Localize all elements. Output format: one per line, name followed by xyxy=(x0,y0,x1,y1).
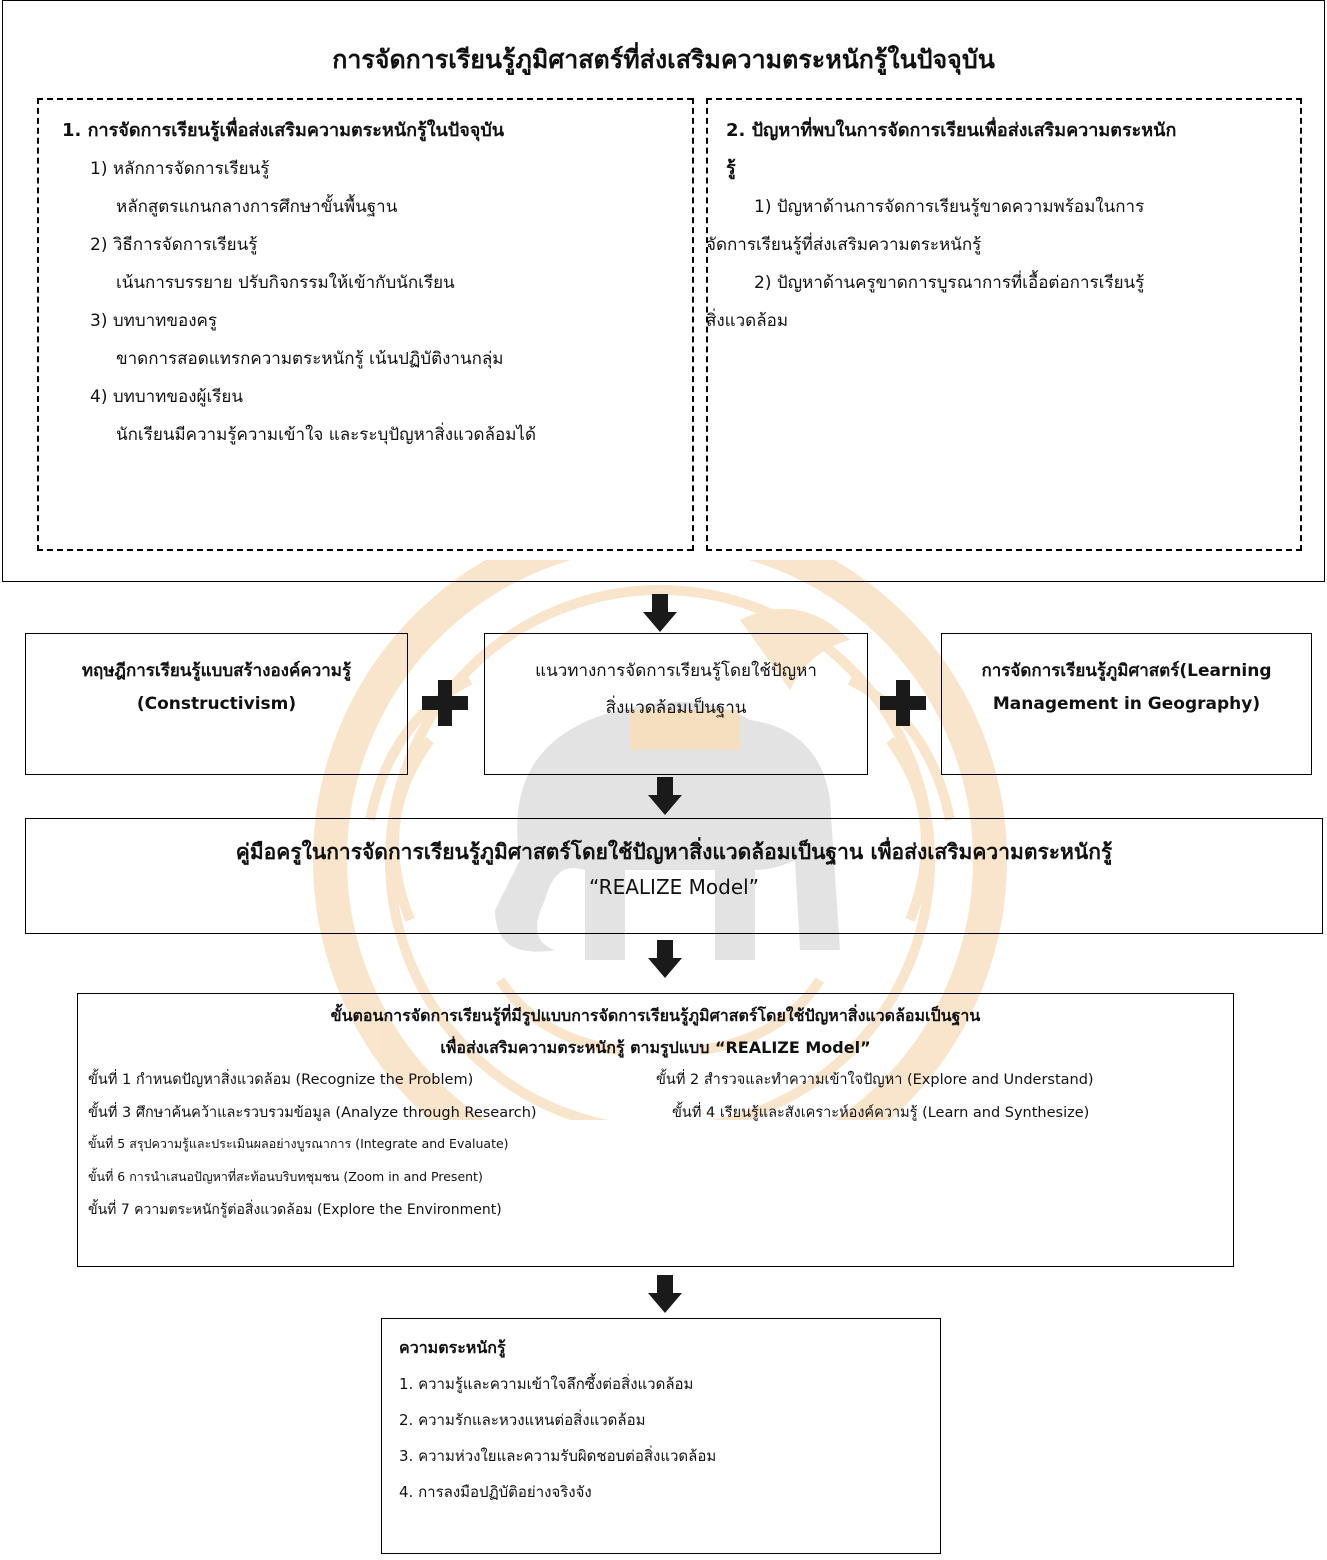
list-item-label: 2) วิธีการจัดการเรียนรู้ xyxy=(90,235,258,255)
problem-content: 2. ปัญหาที่พบในการจัดการเรียนเพื่อส่งเสร… xyxy=(706,112,1296,340)
awareness-item: 1. ความรู้และความเข้าใจลึกซึ้งต่อสิ่งแวด… xyxy=(399,1375,694,1393)
current-learning-box xyxy=(37,98,693,551)
current-learning-list: 1) หลักการจัดการเรียนรู้ หลักสูตรแกนกลาง… xyxy=(62,150,692,454)
awareness-title: ความตระหนักรู้ xyxy=(399,1338,506,1357)
awareness-item: 2. ความรักและหวงแหนต่อสิ่งแวดล้อม xyxy=(399,1411,646,1429)
steps-title-line1: ขั้นตอนการจัดการเรียนรู้ที่มีรูปแบบการจั… xyxy=(330,1006,981,1025)
environment-problem-box xyxy=(484,633,868,775)
list-item-detail: เน้นการบรรยาย ปรับกิจกรรมให้เข้ากับนักเร… xyxy=(116,273,455,293)
step-1: ขั้นที่ 1 กำหนดปัญหาสิ่งแวดล้อม (Recogni… xyxy=(88,1072,474,1088)
step-7: ขั้นที่ 7 ความตระหนักรู้ต่อสิ่งแวดล้อม (… xyxy=(88,1202,502,1218)
plus-icon xyxy=(880,680,926,726)
step-5: ขั้นที่ 5 สรุปความรู้และประเมินผลอย่างบู… xyxy=(88,1136,509,1151)
awareness-item: 3. ความห่วงใยและความรับผิดชอบต่อสิ่งแวดล… xyxy=(399,1447,717,1465)
problem-1-line2: จัดการเรียนรู้ที่ส่งเสริมความตระหนักรู้ xyxy=(706,235,982,255)
problem-heading-line1: 2. ปัญหาที่พบในการจัดการเรียนเพื่อส่งเสร… xyxy=(726,120,1177,141)
teacher-manual-box xyxy=(25,818,1323,934)
problem-box-border xyxy=(706,98,1302,551)
down-arrow-icon xyxy=(648,777,682,815)
list-item-label: 1) หลักการจัดการเรียนรู้ xyxy=(90,159,270,179)
list-item-detail: ขาดการสอดแทรกความตระหนักรู้ เน้นปฏิบัติง… xyxy=(116,349,504,369)
current-learning-content: 1. การจัดการเรียนรู้เพื่อส่งเสริมความตระ… xyxy=(62,112,692,454)
top-section-frame xyxy=(2,0,1325,582)
problem-heading-line2: รู้ xyxy=(726,158,736,179)
environment-problem-line2: สิ่งแวดล้อมเป็นฐาน xyxy=(605,698,747,718)
step-2: ขั้นที่ 2 สำรวจและทำความเข้าใจปัญหา (Exp… xyxy=(656,1072,1094,1088)
awareness-box xyxy=(381,1318,941,1554)
down-arrow-icon xyxy=(643,594,677,632)
constructivism-line1: ทฤษฎีการเรียนรู้แบบสร้างองค์ความรู้ xyxy=(81,661,352,681)
awareness-item: 4. การลงมือปฏิบัติอย่างจริงจัง xyxy=(399,1483,592,1501)
list-item-detail: นักเรียนมีความรู้ความเข้าใจ และระบุปัญหา… xyxy=(116,425,536,445)
teacher-manual-title: คู่มือครูในการจัดการเรียนรู้ภูมิศาสตร์โด… xyxy=(235,840,1113,864)
constructivism-box xyxy=(25,633,408,775)
step-6: ขั้นที่ 6 การนำเสนอปัญหาที่สะท้อนบริบทชุ… xyxy=(88,1169,483,1184)
list-item-label: 3) บทบาทของครู xyxy=(90,311,218,331)
list-item-label: 4) บทบาทของผู้เรียน xyxy=(90,387,244,407)
geography-learning-line1: การจัดการเรียนรู้ภูมิศาสตร์(Learning xyxy=(981,661,1272,681)
constructivism-line2: (Constructivism) xyxy=(136,694,297,714)
problem-2-line1: 2) ปัญหาด้านครูขาดการบูรณาการที่เอื้อต่อ… xyxy=(754,273,1145,293)
geography-learning-box xyxy=(941,633,1312,775)
current-learning-heading: 1. การจัดการเรียนรู้เพื่อส่งเสริมความตระ… xyxy=(62,120,505,141)
down-arrow-icon xyxy=(648,1275,682,1313)
steps-title-line2: เพื่อส่งเสริมความตระหนักรู้ ตามรูปแบบ “R… xyxy=(440,1038,871,1057)
plus-icon xyxy=(422,680,468,726)
down-arrow-icon xyxy=(648,940,682,978)
top-section-title: การจัดการเรียนรู้ภูมิศาสตร์ที่ส่งเสริมคว… xyxy=(332,45,995,74)
realize-model-label: “REALIZE Model” xyxy=(588,875,760,899)
geography-learning-line2: Management in Geography) xyxy=(992,694,1261,714)
step-4: ขั้นที่ 4 เรียนรู้และสังเคราะห์องค์ความร… xyxy=(672,1105,1090,1121)
problem-2-line2: สิ่งแวดล้อม xyxy=(706,311,789,331)
learning-steps-box xyxy=(77,993,1234,1267)
step-3: ขั้นที่ 3 ศึกษาค้นคว้าและรวบรวมข้อมูล (A… xyxy=(88,1105,537,1121)
box-divider xyxy=(692,98,694,551)
problem-1-line1: 1) ปัญหาด้านการจัดการเรียนรู้ขาดความพร้อ… xyxy=(754,197,1145,217)
list-item-detail: หลักสูตรแกนกลางการศึกษาขั้นพื้นฐาน xyxy=(116,197,398,217)
environment-problem-line1: แนวทางการจัดการเรียนรู้โดยใช้ปัญหา xyxy=(535,661,817,681)
awareness-content: ความตระหนักรู้ 1. ความรู้และความเข้าใจลึ… xyxy=(399,1330,929,1510)
